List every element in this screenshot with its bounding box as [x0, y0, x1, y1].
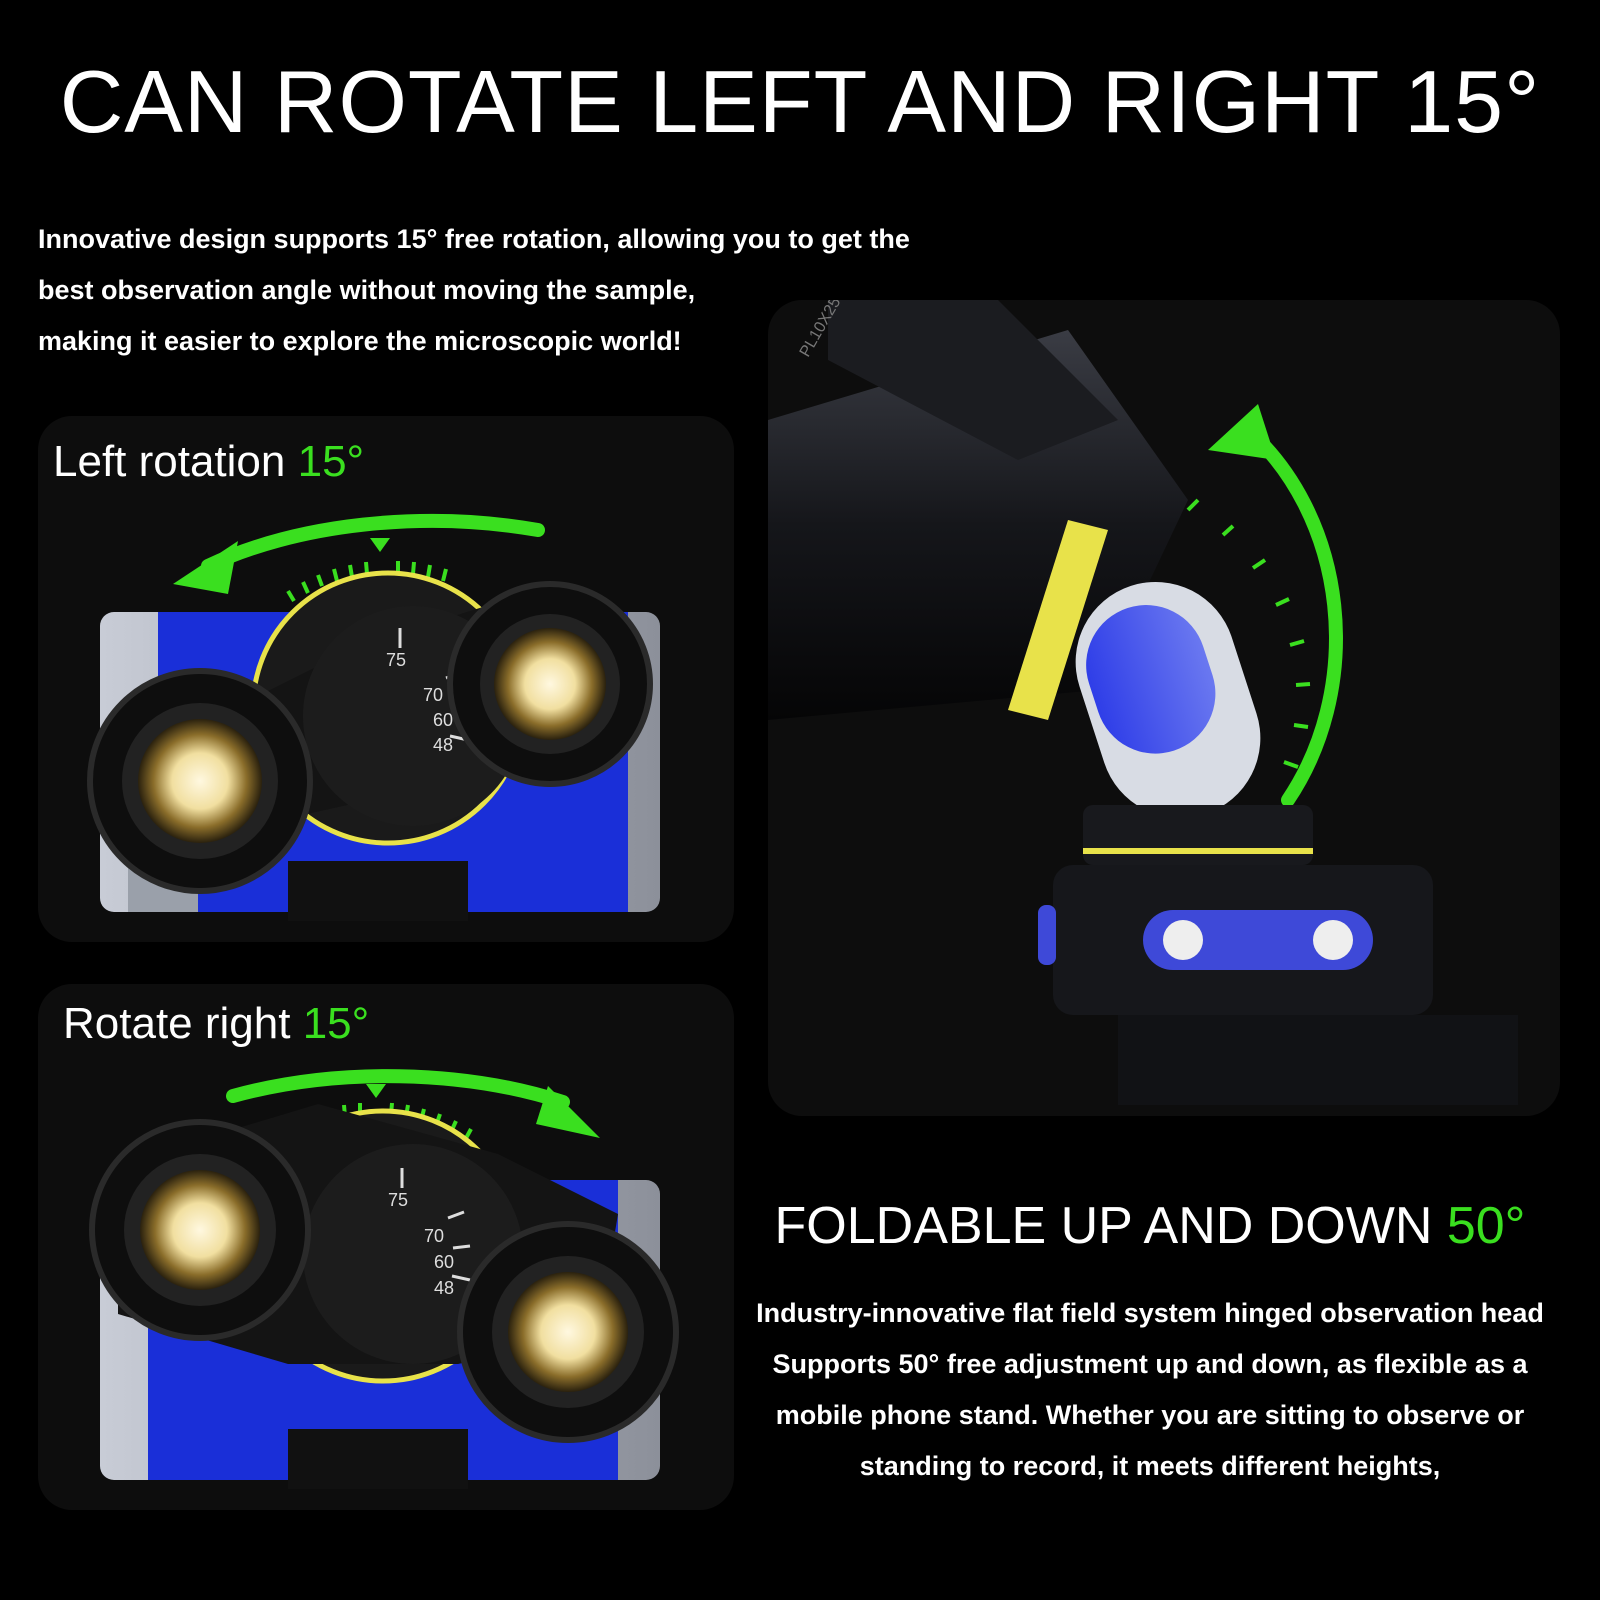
- scale-tick-label: 60: [433, 710, 453, 730]
- intro-line: Innovative design supports 15° free rota…: [38, 224, 910, 254]
- scale-tick-label: 48: [434, 1278, 454, 1298]
- fold-line: Supports 50° free adjustment up and down…: [772, 1349, 1528, 1379]
- left-rotation-text: Left rotation: [53, 437, 298, 486]
- intro-line: best observation angle without moving th…: [38, 275, 696, 305]
- scale-tick-label: 70: [423, 685, 443, 705]
- fold-line: standing to record, it meets different h…: [859, 1451, 1441, 1481]
- fold-line: mobile phone stand. Whether you are sitt…: [775, 1400, 1525, 1430]
- intro-paragraph: Innovative design supports 15° free rota…: [38, 214, 998, 367]
- scale-tick-label: 70: [424, 1226, 444, 1246]
- right-rotation-text: Rotate right: [63, 999, 303, 1048]
- scale-tick-label: 75: [386, 650, 406, 670]
- fold-panel: PL10X25: [768, 300, 1560, 1116]
- page-headline: CAN ROTATE LEFT AND RIGHT 15°: [59, 52, 1541, 151]
- left-rotation-panel: 75 70 60 48 Left rotation 15°: [38, 416, 734, 942]
- fold-title-value: 50°: [1446, 1197, 1526, 1255]
- scale-tick-label: 60: [434, 1252, 454, 1272]
- fold-title: FOLDABLE UP AND DOWN 50°: [740, 1200, 1560, 1252]
- left-rotation-head-image: 75 70 60 48: [87, 513, 660, 921]
- intro-line: making it easier to explore the microsco…: [38, 326, 682, 356]
- left-rotation-value: 15°: [297, 437, 365, 486]
- fold-line: Industry-innovative flat field system hi…: [756, 1298, 1544, 1328]
- left-rotation-label: Left rotation 15°: [53, 440, 364, 484]
- right-rotation-value: 15°: [302, 999, 370, 1048]
- scale-tick-label: 48: [433, 735, 453, 755]
- right-rotation-head-image: 75 70 60 48: [89, 1069, 679, 1489]
- right-rotation-panel: 75 70 60 48 Rotate right 15°: [38, 984, 734, 1510]
- right-rotation-label: Rotate right 15°: [63, 1002, 369, 1046]
- scale-tick-label: 75: [388, 1190, 408, 1210]
- fold-head-image: PL10X25: [768, 300, 1518, 1105]
- fold-title-text: FOLDABLE UP AND DOWN: [774, 1197, 1447, 1255]
- fold-paragraph: Industry-innovative flat field system hi…: [720, 1288, 1580, 1492]
